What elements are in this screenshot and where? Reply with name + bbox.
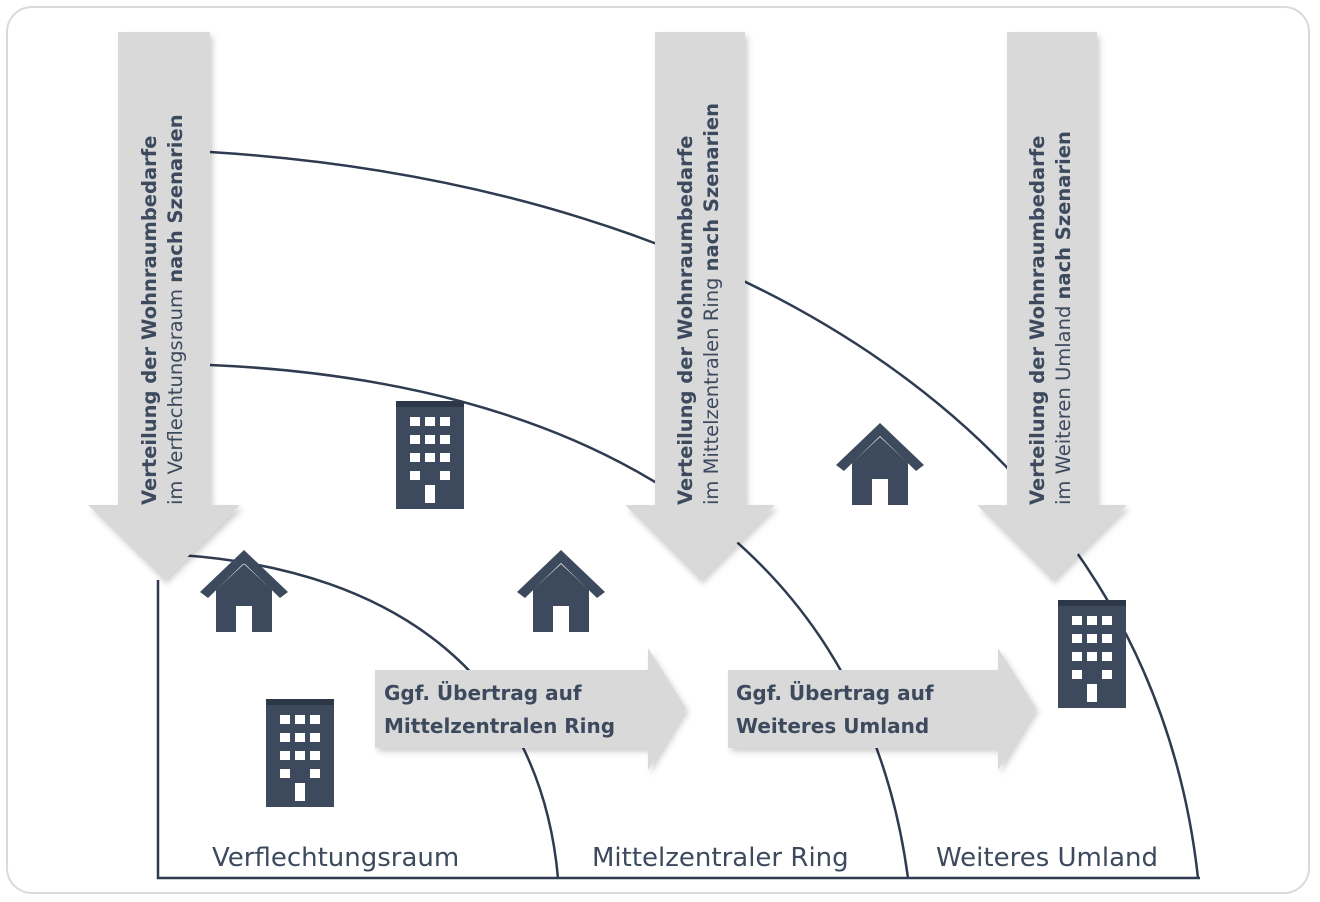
down-arrow-1-line2: im Verflechtungsraum nach Szenarien (164, 114, 187, 505)
transfer-arrow-1-line1: Ggf. Übertrag auf (384, 681, 582, 705)
house-icon (836, 423, 924, 505)
transfer-arrow-2: Ggf. Übertrag auf Weiteres Umland (728, 648, 1036, 770)
diagram-frame (6, 6, 1310, 894)
zone-label-verflechtungsraum: Verflechtungsraum (212, 843, 459, 873)
down-arrow-3-line1: Verteilung der Wohnraumbedarfe (1026, 136, 1049, 505)
down-arrow-2-line1: Verteilung der Wohnraumbedarfe (674, 136, 697, 505)
down-arrow-3: Verteilung der Wohnraumbedarfe im Weiter… (977, 32, 1127, 580)
down-arrow-1-line1: Verteilung der Wohnraumbedarfe (138, 136, 161, 505)
house-icon (200, 550, 288, 632)
zone-label-weiteres-umland: Weiteres Umland (936, 843, 1158, 873)
zone-label-mittelzentraler-ring: Mittelzentraler Ring (592, 843, 849, 873)
apartment-building-icon (266, 699, 334, 807)
down-arrow-3-line2: im Weiteren Umland nach Szenarien (1052, 131, 1075, 505)
transfer-arrow-1: Ggf. Übertrag auf Mittelzentralen Ring (375, 648, 686, 770)
house-icon (517, 550, 605, 632)
transfer-arrow-2-line1: Ggf. Übertrag auf (736, 681, 934, 705)
apartment-building-icon (1058, 600, 1126, 708)
transfer-arrow-1-line2: Mittelzentralen Ring (384, 714, 615, 738)
down-arrow-2-line2: im Mittelzentralen Ring nach Szenarien (700, 103, 723, 505)
arc-weiteres-umland (209, 150, 1200, 879)
down-arrow-2: Verteilung der Wohnraumbedarfe im Mittel… (625, 32, 775, 580)
down-arrow-1: Verteilung der Wohnraumbedarfe im Verfle… (88, 32, 240, 580)
axis-lines (156, 580, 1200, 880)
apartment-building-icon (396, 401, 464, 509)
transfer-arrow-2-line2: Weiteres Umland (736, 714, 929, 738)
arc-verflechtungsraum (179, 553, 560, 879)
